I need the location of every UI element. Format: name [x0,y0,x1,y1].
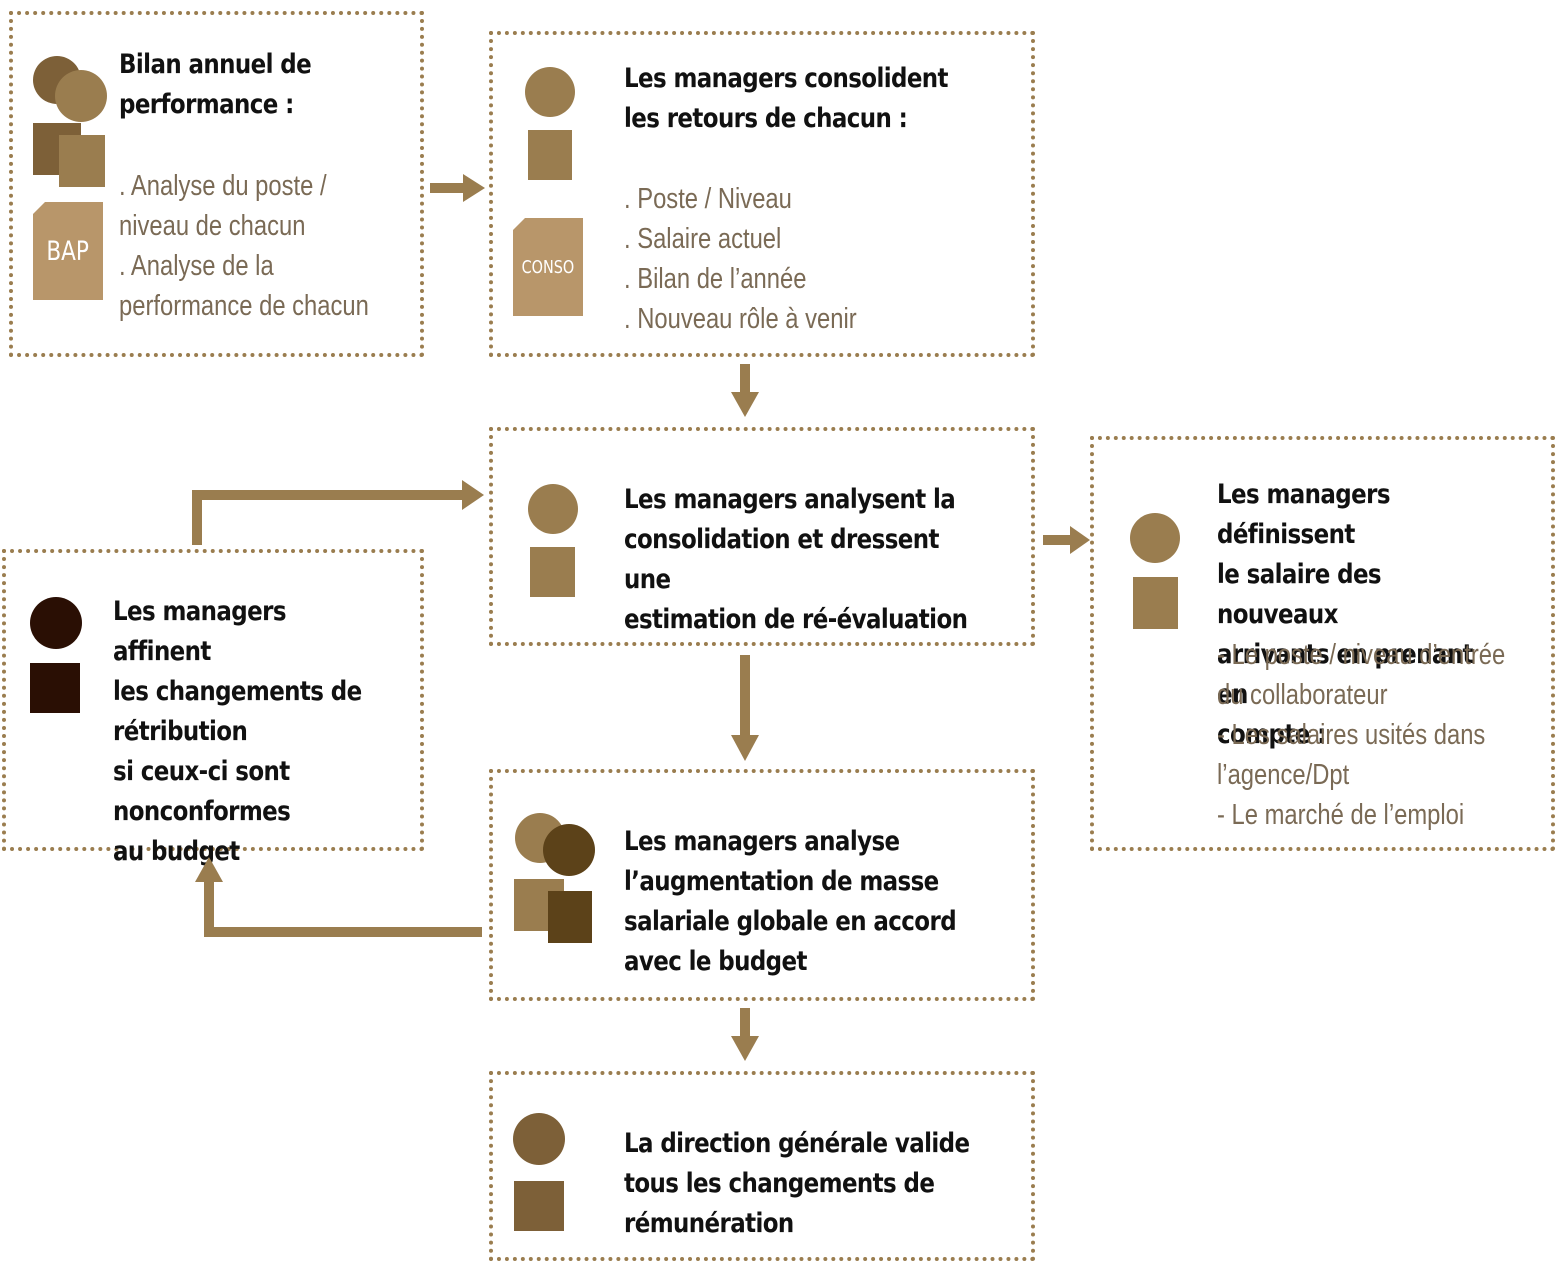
step-masse-salariale-box: Les managers analyse l’augmentation de m… [489,769,1035,1001]
analyse-title: Les managers analysent la consolidation … [624,484,968,635]
person-head-icon [513,1113,565,1165]
affinent-title: Les managers affinent les changements de… [113,596,362,867]
person-body-icon [1133,577,1178,629]
person-body-icon [30,663,80,713]
conso-items: . Poste / Niveau . Salaire actuel . Bila… [624,179,908,339]
person-head-icon [30,597,82,649]
person-body-icon [59,135,105,187]
arrow-conso-to-analyse [731,364,759,417]
bap-item: . Analyse du poste / [119,170,327,202]
step-bilan-annuel-box: BAP Bilan annuel de performance : . Anal… [9,11,424,357]
step-nouveaux-arrivants-box: Les managers définissent le salaire des … [1090,436,1555,851]
conso-item: . Bilan de l’année [624,263,807,295]
nouveaux-item: - Le poste / niveau d’entrée [1217,639,1506,671]
conso-title: Les managers consolident les retours de … [624,63,949,134]
step-analyse-box: Les managers analysent la consolidation … [489,427,1035,646]
nouveaux-title: Les managers définissent le salaire des … [1217,479,1473,750]
step-consolidation-box: CONSO Les managers consolident les retou… [489,31,1035,357]
step-affinent-box: Les managers affinent les changements de… [2,549,424,867]
bap-item: . Analyse de la [119,250,274,282]
person-head-icon [543,824,595,876]
arrow-bap-to-conso [430,174,485,202]
person-body-icon [548,891,592,943]
conso-item: . Nouveau rôle à venir [624,303,857,335]
nouveaux-items: - Le poste / niveau d’entrée du collabor… [1217,635,1555,835]
conso-item: . Salaire actuel [624,223,782,255]
person-body-icon [514,1181,564,1231]
bap-document-label: BAP [46,235,90,267]
nouveaux-item: du collaborateur [1217,679,1388,711]
arrow-masse-to-direction [731,1008,759,1061]
masse-title: Les managers analyse l’augmentation de m… [624,826,957,977]
conso-document-icon: CONSO [513,218,583,316]
arrow-affinent-to-analyse [192,480,484,545]
conso-document-label: CONSO [521,256,575,278]
person-body-icon [530,547,575,597]
nouveaux-item: - Le marché de l’emploi [1217,799,1465,831]
bap-item: niveau de chacun [119,210,306,242]
arrow-analyse-to-masse [731,655,759,761]
person-head-icon [528,484,578,534]
arrow-analyse-to-nouveaux [1043,526,1090,554]
nouveaux-item: l’agence/Dpt [1217,759,1350,791]
bap-items: . Analyse du poste / niveau de chacun . … [119,166,424,326]
conso-item: . Poste / Niveau [624,183,792,215]
direction-title: La direction générale valide tous les ch… [624,1128,970,1239]
person-head-icon [55,70,107,122]
bap-title: Bilan annuel de performance : [119,49,312,120]
step-direction-box: La direction générale valide tous les ch… [489,1071,1035,1261]
bap-item: performance de chacun [119,290,369,322]
person-body-icon [528,130,572,180]
person-head-icon [525,67,575,117]
person-head-icon [1130,513,1180,563]
nouveaux-item: - Les salaires usités dans [1217,719,1486,751]
bap-document-icon: BAP [33,202,103,300]
